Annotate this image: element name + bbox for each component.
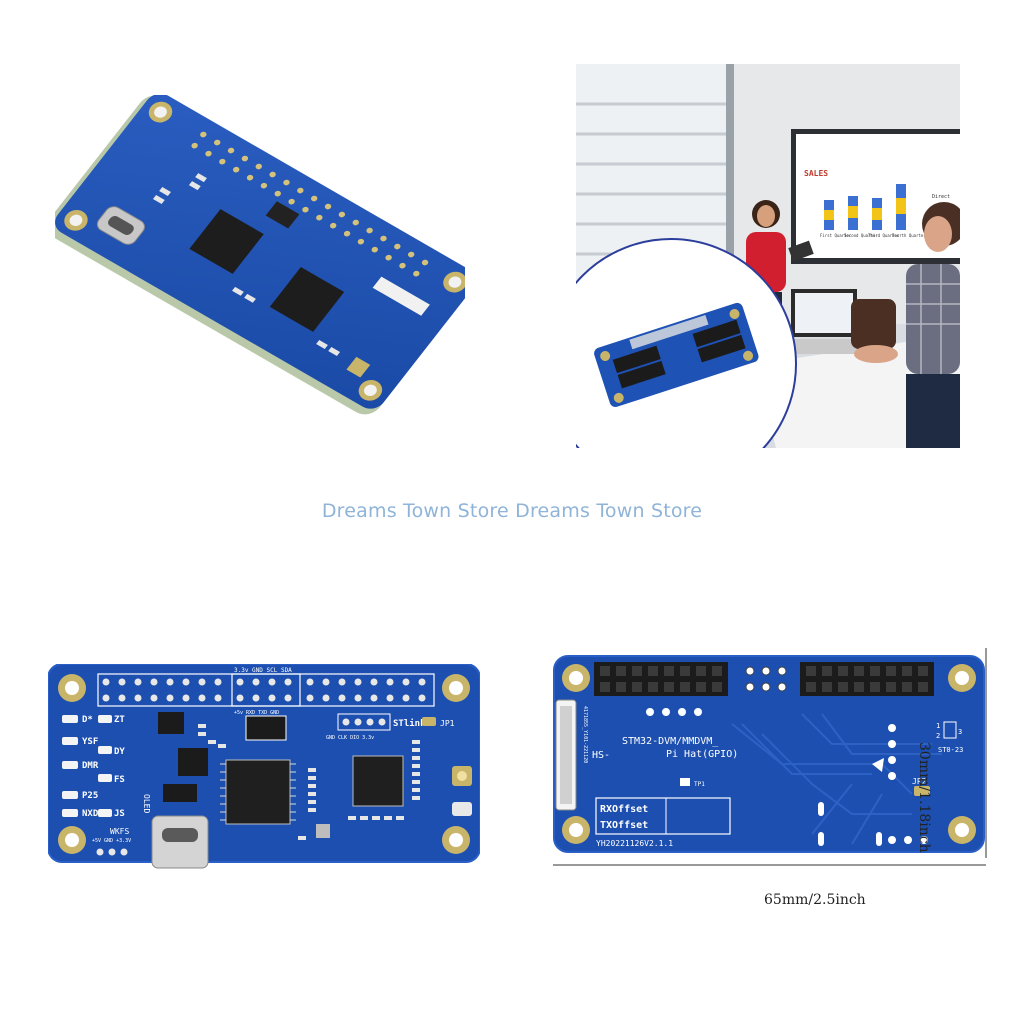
stlink-label: STlink [393, 718, 426, 729]
side-code: 4171855_Y101-221120 [582, 706, 588, 763]
height-dimension-label: 30mm/1.18inch [916, 742, 932, 853]
store-watermark: Dreams Town Store Dreams Town Store [321, 500, 703, 522]
screen-title: SALES [804, 169, 828, 178]
version-label: YH20221126V2.1.1 [596, 839, 673, 848]
mode-label-p25: P25 [82, 791, 98, 801]
mode-label-dstar: D* [82, 715, 93, 725]
quarter-label: First Quarter [820, 233, 852, 238]
serial-pin-labels: +5v RXD TXD GND [234, 710, 279, 716]
mode-label-dmr: DMR [82, 761, 99, 771]
board-angled-photo [55, 95, 465, 415]
board-back-view: 4171855_Y101-221120 STM32-DVM/MMDVM_ Pi … [553, 655, 985, 853]
wkfs-label: WKFS [110, 827, 129, 836]
tx-offset-label: TXOffset [600, 820, 648, 831]
mode-label-js: JS [114, 809, 125, 819]
width-dimension-label: 65mm/2.5inch [764, 892, 866, 908]
hs-label: HS- [592, 750, 610, 761]
mode-label-nxdn: NXD [82, 809, 99, 819]
mode-label-ysf: YSF [82, 737, 98, 747]
sot-label: ST0-23 [938, 746, 963, 754]
jp2-label: JP2 [912, 777, 927, 786]
screen-bar-chart [824, 184, 906, 230]
mode-label-zt: ZT [114, 715, 125, 725]
quarter-label: Second Quarter [844, 233, 878, 238]
power-pin-labels: +5V GND +3.3V [92, 838, 131, 844]
board-title-2: Pi Hat(GPIO) [666, 749, 738, 760]
board-title-1: STM32-DVM/MMDVM_ [622, 736, 719, 747]
quarter-label: Fourth Quarter [892, 233, 926, 238]
jp1-label: JP1 [440, 719, 455, 728]
swd-pin-labels: GND CLK DIO 3.3v [326, 735, 374, 741]
screen-legend: Direct [932, 194, 950, 200]
office-presentation-photo: SALES Direct First Quarter Second Quarte… [576, 64, 960, 448]
pin-2: 2 [936, 732, 940, 740]
quarter-label: Third Quarter [868, 233, 900, 238]
mode-label-dy: DY [114, 747, 125, 757]
pin-1: 1 [936, 722, 940, 730]
header-power-labels: 3.3v GND SCL SDA [234, 667, 292, 674]
oled-label: OLED [142, 794, 151, 813]
tp1-label: TP1 [694, 781, 705, 788]
pin-3: 3 [958, 728, 962, 736]
board-front-view: 3.3v GND SCL SDA +5v RXD TXD GND D* ZT Y… [48, 664, 480, 869]
dimension-lines [553, 648, 987, 866]
rx-offset-label: RXOffset [600, 804, 648, 815]
mode-label-fs: FS [114, 775, 125, 785]
